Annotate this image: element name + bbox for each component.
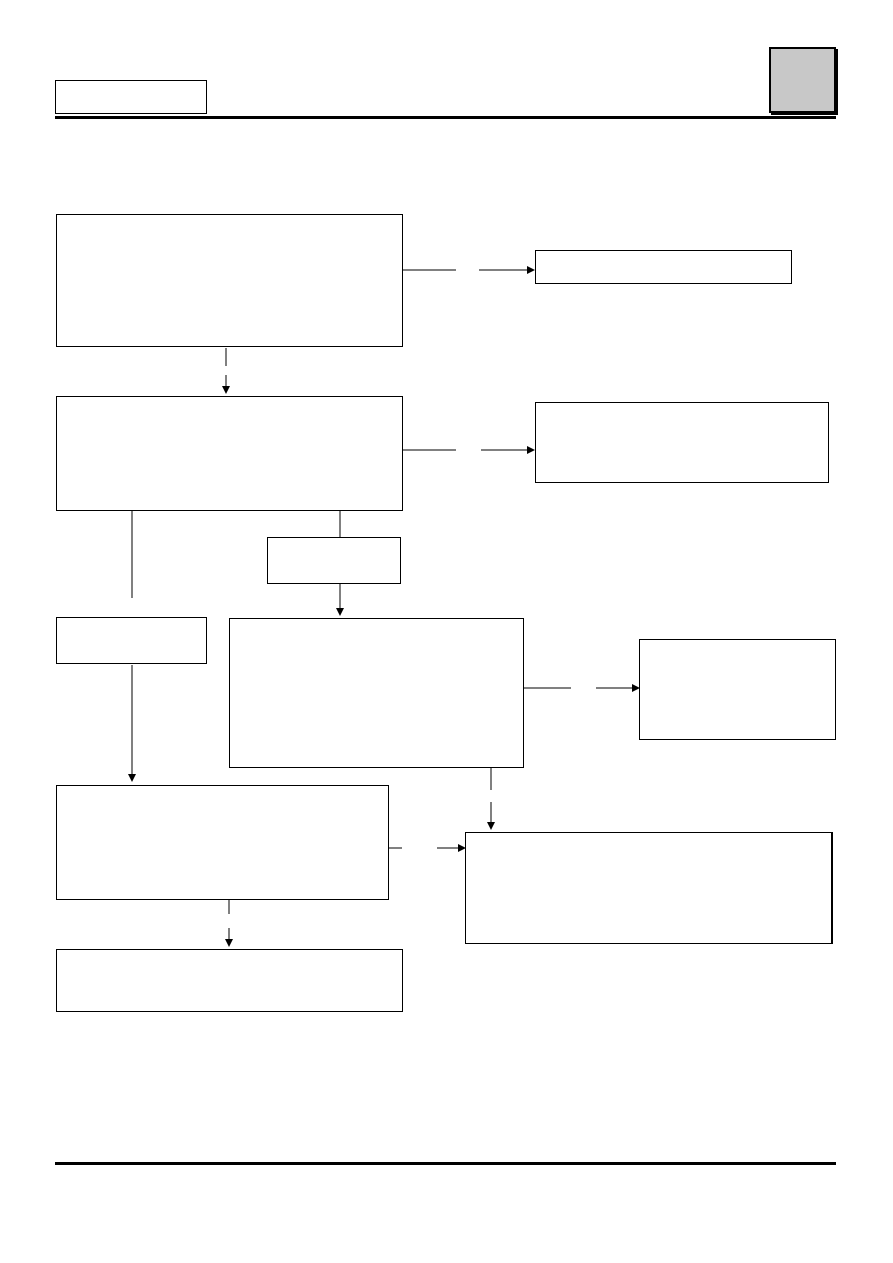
flow-result-4 [465, 832, 832, 944]
flow-step-5 [56, 949, 403, 1012]
flow-result-1 [535, 250, 792, 284]
flow-step-2 [56, 396, 403, 511]
flow-step-4 [56, 785, 389, 900]
flow-result-3 [639, 639, 836, 740]
flow-result-2 [535, 402, 829, 483]
footer-rule [55, 1162, 836, 1165]
flow-condition-left [56, 617, 207, 664]
flow-step-3 [229, 618, 524, 768]
flow-condition-right [267, 537, 401, 584]
header-rule [55, 116, 836, 119]
corner-tab [769, 47, 836, 113]
section-label [55, 80, 207, 114]
flow-step-1 [56, 214, 403, 347]
